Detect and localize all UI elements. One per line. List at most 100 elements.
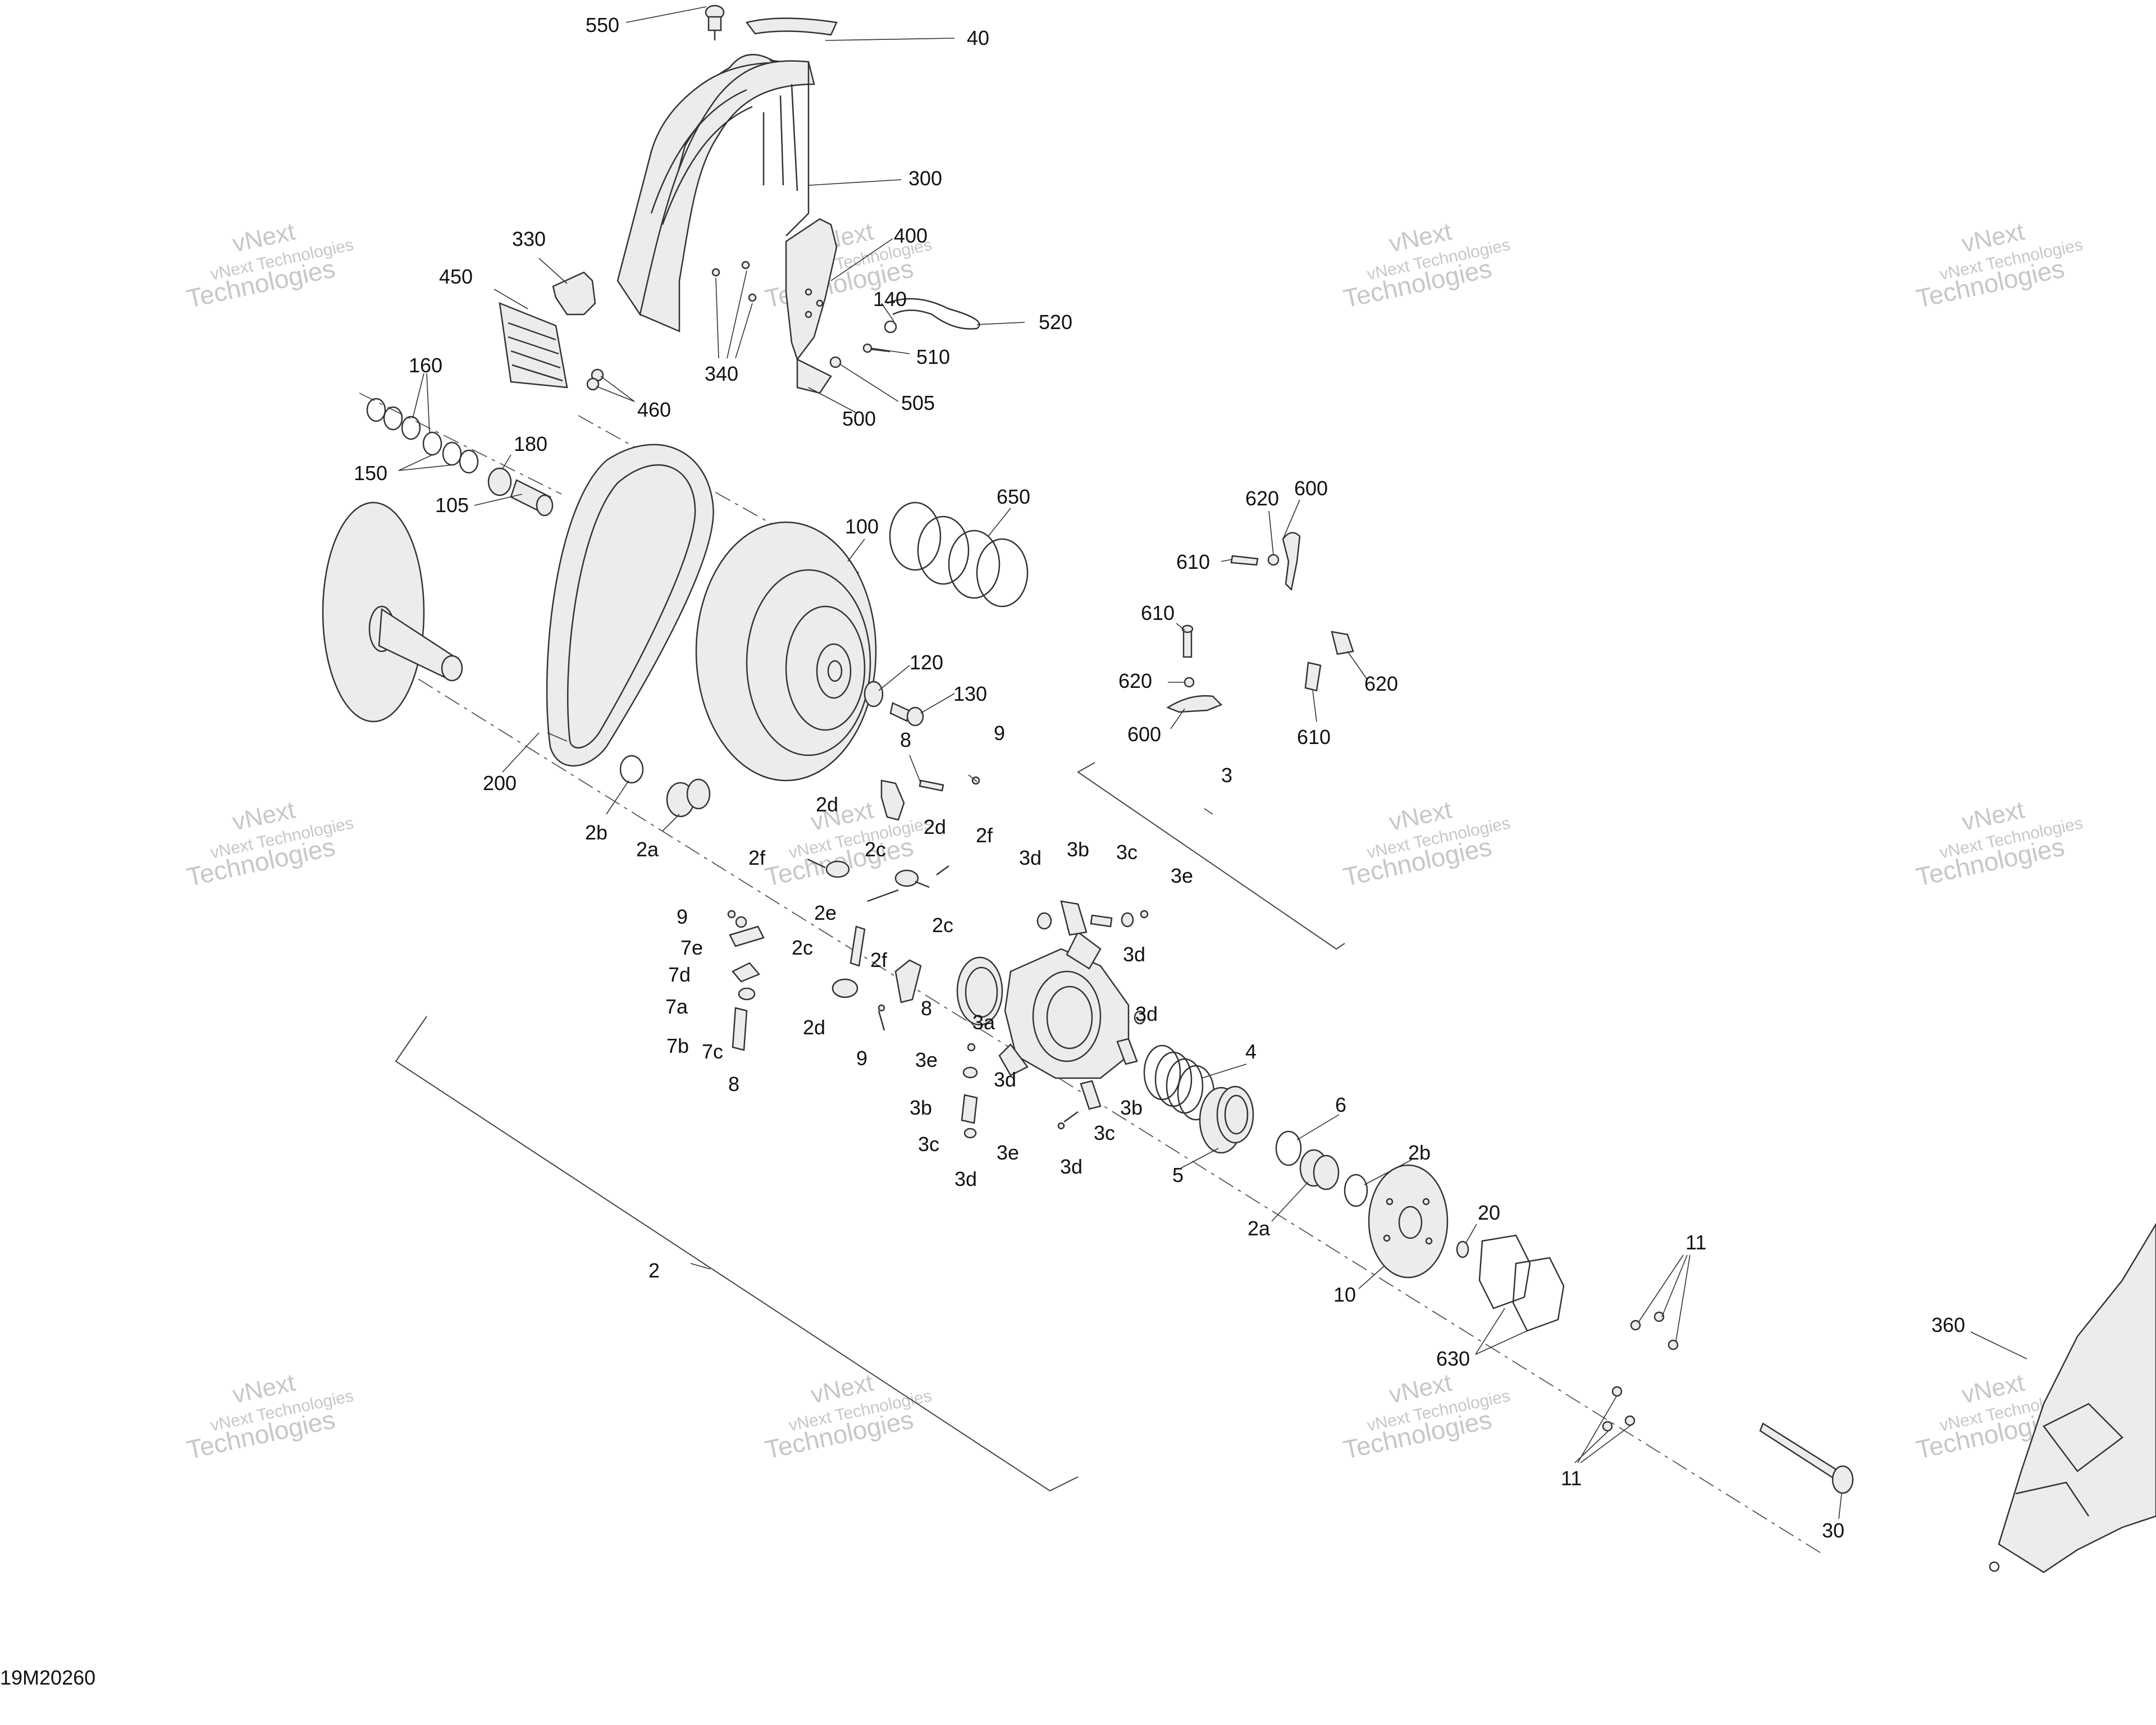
watermark: vNext vNext Technologies Technologies bbox=[762, 218, 934, 313]
label-3d-low: 3d bbox=[994, 1068, 1016, 1091]
screws-340 bbox=[711, 261, 757, 302]
label-3: 3 bbox=[1221, 764, 1232, 787]
label-460: 460 bbox=[637, 398, 671, 421]
watermark: vNext vNext Technologies Technologies bbox=[184, 796, 355, 892]
label-2b-right: 2b bbox=[1408, 1141, 1431, 1164]
label-7e: 7e bbox=[680, 936, 703, 959]
label-630: 630 bbox=[1436, 1347, 1470, 1370]
label-500: 500 bbox=[842, 407, 876, 430]
watermark: vNext vNext Technologies Technologies bbox=[1341, 1369, 1512, 1464]
pin-610-mid bbox=[1181, 624, 1194, 658]
vent-450 bbox=[499, 302, 568, 389]
label-8-left: 8 bbox=[728, 1073, 739, 1096]
label-2e: 2e bbox=[814, 901, 837, 924]
label-360: 360 bbox=[1931, 1313, 1965, 1336]
lever-600-mid bbox=[1166, 695, 1223, 713]
long-bolt-30 bbox=[1759, 1422, 1854, 1494]
shims bbox=[366, 398, 512, 496]
label-3e-low: 3e bbox=[997, 1141, 1019, 1164]
label-30: 30 bbox=[1822, 1519, 1844, 1542]
label-610-right: 610 bbox=[1297, 725, 1331, 749]
label-2b-left: 2b bbox=[585, 821, 607, 844]
nuts-460 bbox=[586, 368, 604, 391]
bolt-130 bbox=[889, 702, 924, 727]
label-4: 4 bbox=[1245, 1040, 1257, 1063]
label-2d-right: 2d bbox=[924, 815, 946, 838]
label-100: 100 bbox=[845, 515, 879, 538]
label-9-top: 9 bbox=[994, 722, 1005, 745]
label-160: 160 bbox=[409, 354, 442, 377]
label-510: 510 bbox=[916, 345, 950, 368]
label-600-top: 600 bbox=[1294, 477, 1328, 500]
clip-520 bbox=[887, 298, 980, 330]
ferrule-620-right bbox=[1331, 631, 1354, 655]
label-2d-top: 2d bbox=[816, 793, 838, 816]
label-3b-right: 3b bbox=[1120, 1096, 1143, 1119]
label-3d-top: 3d bbox=[1019, 846, 1042, 869]
label-2f-left: 2f bbox=[748, 846, 766, 869]
watermark: vNext vNext Technologies Technologies bbox=[1913, 218, 2085, 313]
label-5: 5 bbox=[1172, 1163, 1184, 1186]
lever-600-top bbox=[1230, 532, 1301, 591]
label-150: 150 bbox=[354, 462, 387, 485]
label-650: 650 bbox=[997, 485, 1030, 508]
group-bracket-3 bbox=[1077, 762, 1345, 950]
strip-40 bbox=[745, 17, 838, 36]
label-340: 340 bbox=[705, 362, 738, 385]
label-2a-right: 2a bbox=[1248, 1217, 1271, 1240]
oring-140 bbox=[884, 320, 897, 334]
label-9-left: 9 bbox=[677, 905, 688, 928]
watermark: vNext vNext Technologies Technologies bbox=[1341, 796, 1512, 892]
drive-pulley-100 bbox=[695, 521, 877, 782]
ring-3a-inner bbox=[965, 966, 998, 1018]
leader-lines bbox=[398, 6, 1368, 832]
bolts-11 bbox=[1602, 1311, 1679, 1432]
part-labels: 550 40 300 330 400 450 140 520 510 340 1… bbox=[0, 13, 1965, 1689]
label-3b-top: 3b bbox=[1067, 838, 1089, 861]
spring-650 bbox=[889, 501, 1029, 608]
label-3a: 3a bbox=[972, 1011, 995, 1034]
bracket-330 bbox=[552, 271, 596, 316]
label-3c-top: 3c bbox=[1116, 841, 1138, 864]
label-2a-left: 2a bbox=[636, 838, 659, 861]
watermark: vNext vNext Technologies Technologies bbox=[1913, 796, 2085, 892]
cover-10 bbox=[1368, 1164, 1449, 1279]
bracket-400 bbox=[785, 218, 838, 394]
label-105: 105 bbox=[435, 494, 469, 517]
housing-360 bbox=[1989, 1222, 2156, 1573]
label-3d-right: 3d bbox=[1135, 1002, 1158, 1025]
bushing-2a-right bbox=[1299, 1149, 1340, 1190]
label-2c-left: 2c bbox=[792, 936, 813, 959]
ring-2b-left bbox=[619, 755, 644, 784]
label-10: 10 bbox=[1333, 1283, 1356, 1306]
label-600-mid: 600 bbox=[1127, 723, 1161, 746]
label-330: 330 bbox=[512, 227, 546, 250]
label-620-right: 620 bbox=[1364, 672, 1398, 695]
watermarks: vNext vNext Technologies Technologies vN… bbox=[184, 218, 2085, 1464]
label-610-top: 610 bbox=[1176, 550, 1210, 573]
label-40: 40 bbox=[967, 26, 989, 49]
label-7b: 7b bbox=[666, 1034, 689, 1057]
ring-6 bbox=[1275, 1130, 1302, 1166]
label-11-top: 11 bbox=[1685, 1231, 1706, 1254]
label-140: 140 bbox=[873, 288, 907, 311]
label-505: 505 bbox=[901, 391, 935, 414]
belt-guard bbox=[616, 53, 815, 332]
screw-510 bbox=[862, 343, 890, 353]
watermark: vNext vNext Technologies Technologies bbox=[1341, 218, 1512, 313]
nut-505 bbox=[829, 356, 842, 368]
label-3d-bottom: 3d bbox=[1060, 1155, 1082, 1178]
label-2c-top: 2c bbox=[865, 838, 886, 861]
label-3c-right: 3c bbox=[1094, 1121, 1115, 1144]
bushing-2a-left bbox=[666, 778, 711, 818]
washer-20 bbox=[1456, 1240, 1469, 1258]
label-180: 180 bbox=[514, 432, 547, 455]
watermark: vNext vNext Technologies Technologies bbox=[184, 1369, 355, 1464]
diagram-code: 19M20260 bbox=[0, 1666, 95, 1689]
label-400: 400 bbox=[894, 224, 928, 247]
label-200: 200 bbox=[483, 772, 517, 795]
small-parts bbox=[727, 776, 1149, 1139]
label-7d: 7d bbox=[668, 963, 691, 986]
label-3d-mid: 3d bbox=[1123, 943, 1145, 966]
